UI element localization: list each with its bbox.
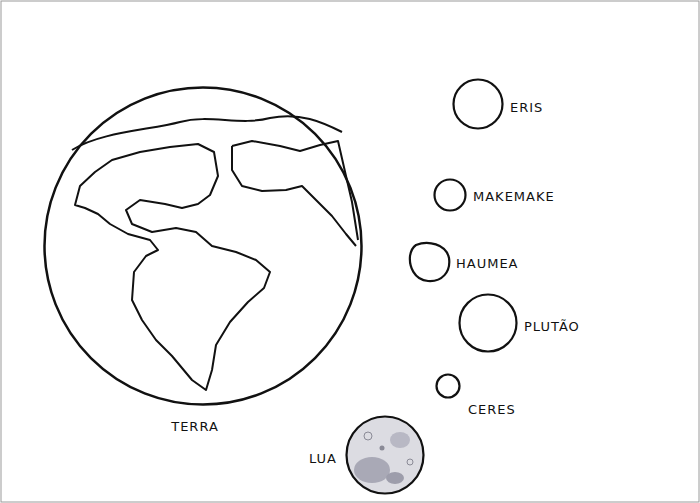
body-label: PLUTÃO [524, 320, 580, 334]
planet-circle [458, 293, 518, 353]
celestial-body: ERIS [452, 78, 504, 130]
planet-circle [452, 78, 504, 130]
body-label: TERRA [171, 420, 219, 434]
celestial-body: CERES [435, 373, 461, 399]
body-label: MAKEMAKE [473, 190, 555, 204]
moon-circle [345, 415, 425, 495]
body-label: LUA [309, 452, 337, 466]
continents [72, 116, 358, 390]
celestial-body: PLUTÃO [458, 293, 518, 353]
celestial-body: MAKEMAKE [433, 178, 467, 212]
body-label: ERIS [510, 101, 543, 115]
body-label: CERES [468, 403, 516, 417]
celestial-body: TERRA [43, 86, 363, 406]
earth-circle [43, 86, 363, 406]
planet-circle [433, 178, 467, 212]
body-label: HAUMEA [456, 257, 519, 271]
planet-circle [435, 373, 461, 399]
celestial-body: HAUMEA [410, 242, 450, 282]
celestial-body: LUA [345, 415, 425, 495]
planet-blob [410, 242, 450, 282]
moon-shading [346, 416, 424, 494]
